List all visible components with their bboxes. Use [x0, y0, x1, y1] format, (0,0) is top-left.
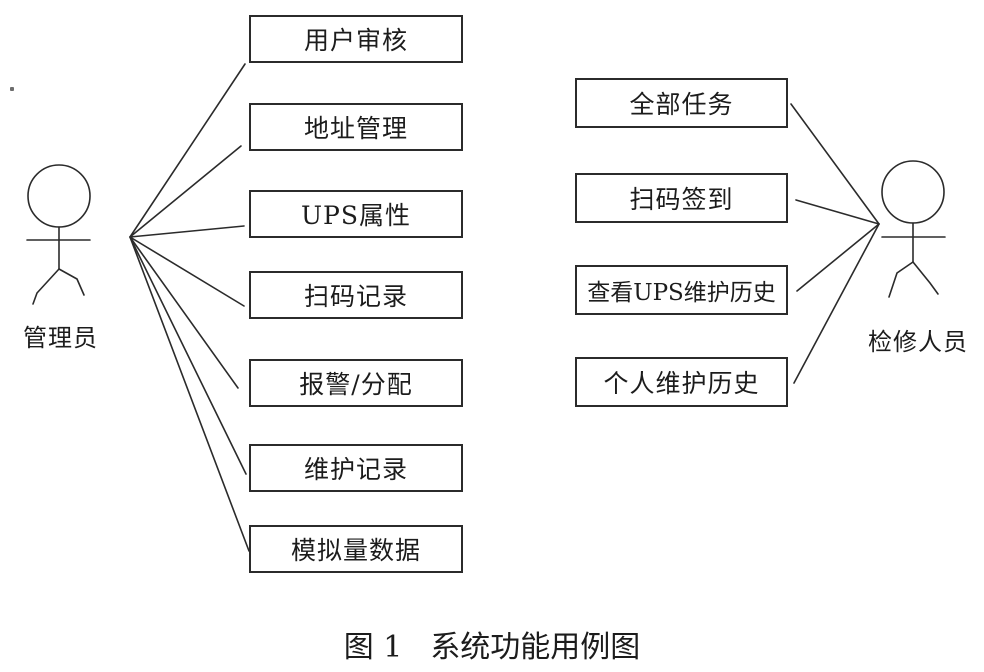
- usecase-alarm-dispatch: 报警/分配: [249, 359, 463, 407]
- usecase-view-ups-history: 查看UPS维护历史: [575, 265, 788, 315]
- maintainer-person-icon: [881, 160, 946, 298]
- usecase-analog-data: 模拟量数据: [249, 525, 463, 573]
- usecase-all-tasks: 全部任务: [575, 78, 788, 128]
- figure-caption-number: 图 1: [343, 630, 403, 665]
- admin-association-lines: [129, 63, 250, 552]
- admin-person-icon: [26, 164, 91, 305]
- maintainer-actor-label: 检修人员: [868, 328, 968, 356]
- maintainer-association-lines: [790, 103, 880, 384]
- figure-caption-title: 系统功能用例图: [430, 630, 641, 665]
- stray-dot: [10, 87, 14, 91]
- usecase-maint-records: 维护记录: [249, 444, 463, 492]
- usecase-user-review: 用户审核: [249, 15, 463, 63]
- usecase-scan-signin: 扫码签到: [575, 173, 788, 223]
- usecase-address-mgmt: 地址管理: [249, 103, 463, 151]
- figure-caption: 图 1 系统功能用例图: [0, 622, 984, 666]
- usecase-scan-records: 扫码记录: [249, 271, 463, 319]
- usecase-ups-attributes: UPS属性: [249, 190, 463, 238]
- admin-actor-label: 管理员: [23, 324, 98, 352]
- usecase-personal-history: 个人维护历史: [575, 357, 788, 407]
